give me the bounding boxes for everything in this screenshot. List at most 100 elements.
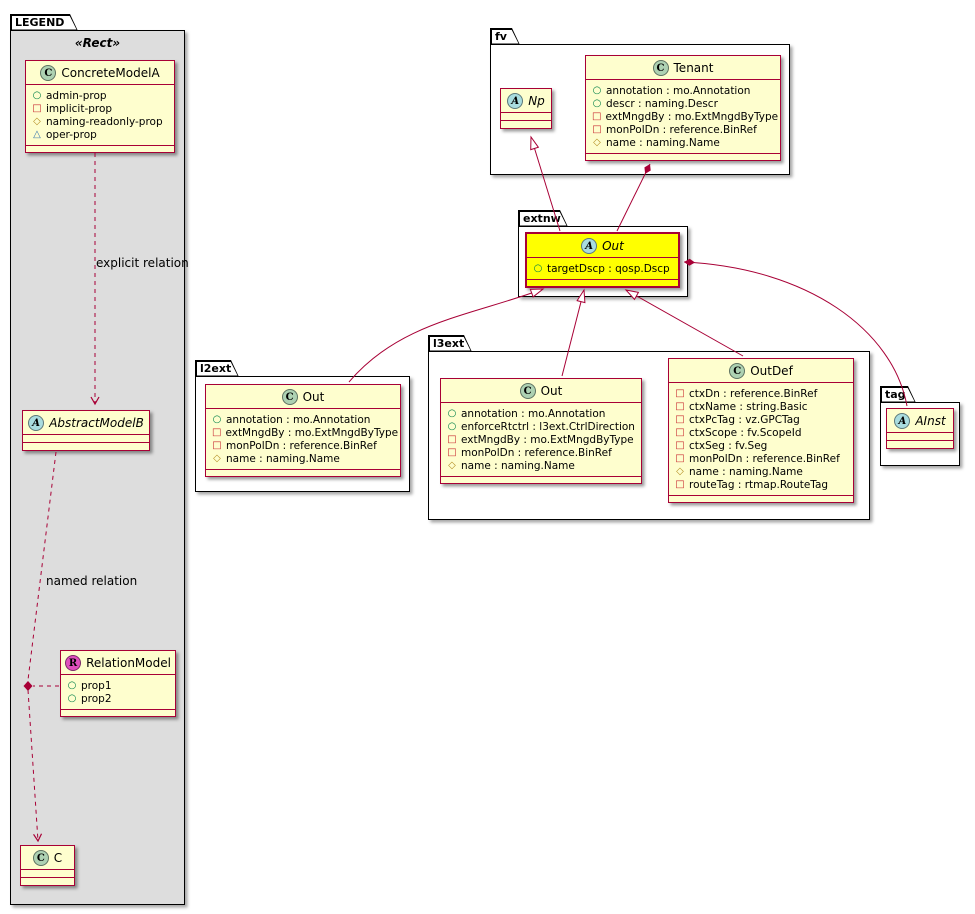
class-name: Tenant	[673, 61, 714, 75]
package-tag-tab: tag	[880, 386, 916, 403]
class-header: C Tenant	[586, 56, 780, 79]
member-marker-icon	[212, 415, 222, 425]
member-marker-icon	[32, 104, 42, 114]
methods-compartment	[887, 440, 953, 448]
class-header: A AInst	[887, 409, 953, 432]
class-header: C Out	[441, 379, 641, 402]
class-member: name : naming.Name	[592, 136, 774, 149]
member-text: extMngdBy : mo.ExtMngdByType	[605, 110, 779, 123]
class-icon: A	[894, 413, 911, 429]
member-marker-icon	[592, 86, 602, 96]
package-tab-fill	[12, 16, 77, 30]
member-marker-icon	[447, 461, 457, 471]
member-text: name : naming.Name	[689, 465, 803, 478]
class-member: implicit-prop	[32, 102, 168, 115]
member-marker-icon	[592, 125, 602, 135]
class-abstract-model-b: A AbstractModelB	[22, 410, 150, 451]
class-member: oper-prop	[32, 128, 168, 141]
class-member: monPolDn : reference.BinRef	[675, 452, 847, 465]
member-text: name : naming.Name	[606, 136, 720, 149]
class-member: name : naming.Name	[447, 459, 635, 472]
member-marker-icon	[67, 681, 77, 691]
class-member: admin-prop	[32, 89, 168, 102]
member-marker-icon	[447, 409, 457, 419]
member-marker-icon	[675, 428, 685, 438]
class-member: naming-readonly-prop	[32, 115, 168, 128]
class-member: enforceRtctrl : l3ext.CtrlDirection	[447, 420, 635, 433]
methods-compartment	[669, 495, 853, 502]
class-member: ctxPcTag : vz.GPCTag	[675, 413, 847, 426]
fields-compartment	[23, 434, 149, 442]
class-member: name : naming.Name	[675, 465, 847, 478]
class-header: C ConcreteModelA	[26, 61, 174, 84]
member-text: implicit-prop	[46, 102, 113, 115]
class-extnw-out: A Out targetDscp : qosp.Dscp	[525, 232, 680, 288]
member-text: targetDscp : qosp.Dscp	[547, 262, 670, 275]
methods-compartment	[206, 469, 400, 476]
member-marker-icon	[592, 99, 602, 109]
member-text: ctxDn : reference.BinRef	[689, 387, 818, 400]
class-np: A Np	[500, 88, 552, 129]
class-member: extMngdBy : mo.ExtMngdByType	[447, 433, 635, 446]
class-name: RelationModel	[86, 656, 171, 670]
class-name: ConcreteModelA	[61, 66, 160, 80]
member-marker-icon	[675, 402, 685, 412]
class-name: OutDef	[750, 364, 793, 378]
class-name: C	[53, 851, 63, 865]
fields-compartment	[21, 869, 74, 877]
class-member: descr : naming.Descr	[592, 97, 774, 110]
member-marker-icon	[675, 454, 685, 464]
member-marker-icon	[447, 448, 457, 458]
package-label: l2ext	[200, 361, 232, 375]
class-member: prop2	[67, 692, 169, 705]
class-member: ctxDn : reference.BinRef	[675, 387, 847, 400]
class-header: R RelationModel	[61, 651, 175, 674]
class-icon: C	[652, 60, 669, 76]
class-l3ext-out: C Out annotation : mo.Annotation enforce…	[440, 378, 642, 484]
methods-compartment	[527, 279, 678, 286]
member-text: admin-prop	[46, 89, 107, 102]
class-member: monPolDn : reference.BinRef	[592, 123, 774, 136]
member-text: name : naming.Name	[461, 459, 575, 472]
member-marker-icon	[675, 389, 685, 399]
package-label: fv	[495, 29, 507, 43]
methods-compartment	[21, 877, 74, 885]
member-text: ctxPcTag : vz.GPCTag	[689, 413, 800, 426]
package-label: tag	[885, 387, 906, 401]
package-fv-tab: fv	[490, 28, 520, 45]
member-text: naming-readonly-prop	[46, 115, 163, 128]
class-member: monPolDn : reference.BinRef	[212, 439, 394, 452]
package-legend-body	[10, 30, 185, 905]
member-marker-icon	[675, 467, 685, 477]
class-header: A Out	[527, 234, 678, 257]
member-text: ctxSeg : fv.Seg	[689, 439, 768, 452]
edge-outdef-extnwout-generalization	[624, 289, 744, 357]
package-legend-tab: LEGEND	[10, 14, 78, 31]
class-icon: R	[65, 655, 82, 671]
methods-compartment	[441, 476, 641, 483]
member-marker-icon	[67, 694, 77, 704]
members-compartment: prop1 prop2	[61, 674, 175, 709]
member-text: ctxName : string.Basic	[689, 400, 808, 413]
member-text: monPolDn : reference.BinRef	[689, 452, 840, 465]
member-marker-icon	[675, 441, 685, 451]
class-name: Out	[602, 239, 624, 253]
class-ainst: A AInst	[886, 408, 954, 449]
methods-compartment	[26, 145, 174, 152]
member-text: prop2	[81, 692, 112, 705]
class-relation-model: R RelationModel prop1 prop2	[60, 650, 176, 717]
class-l3ext-outdef: C OutDef ctxDn : reference.BinRef ctxNam…	[668, 358, 854, 503]
member-marker-icon	[212, 428, 221, 438]
methods-compartment	[501, 120, 551, 128]
class-name: Np	[528, 94, 545, 108]
class-tenant: C Tenant annotation : mo.Annotation desc…	[585, 55, 781, 161]
member-marker-icon	[447, 422, 457, 432]
class-member: monPolDn : reference.BinRef	[447, 446, 635, 459]
members-compartment: ctxDn : reference.BinRef ctxName : strin…	[669, 382, 853, 495]
member-text: monPolDn : reference.BinRef	[461, 446, 612, 459]
class-member: ctxScope : fv.ScopeId	[675, 426, 847, 439]
class-header: A Np	[501, 89, 551, 112]
member-marker-icon	[592, 112, 601, 122]
member-marker-icon	[675, 480, 685, 490]
member-text: extMngdBy : mo.ExtMngdByType	[225, 426, 399, 439]
